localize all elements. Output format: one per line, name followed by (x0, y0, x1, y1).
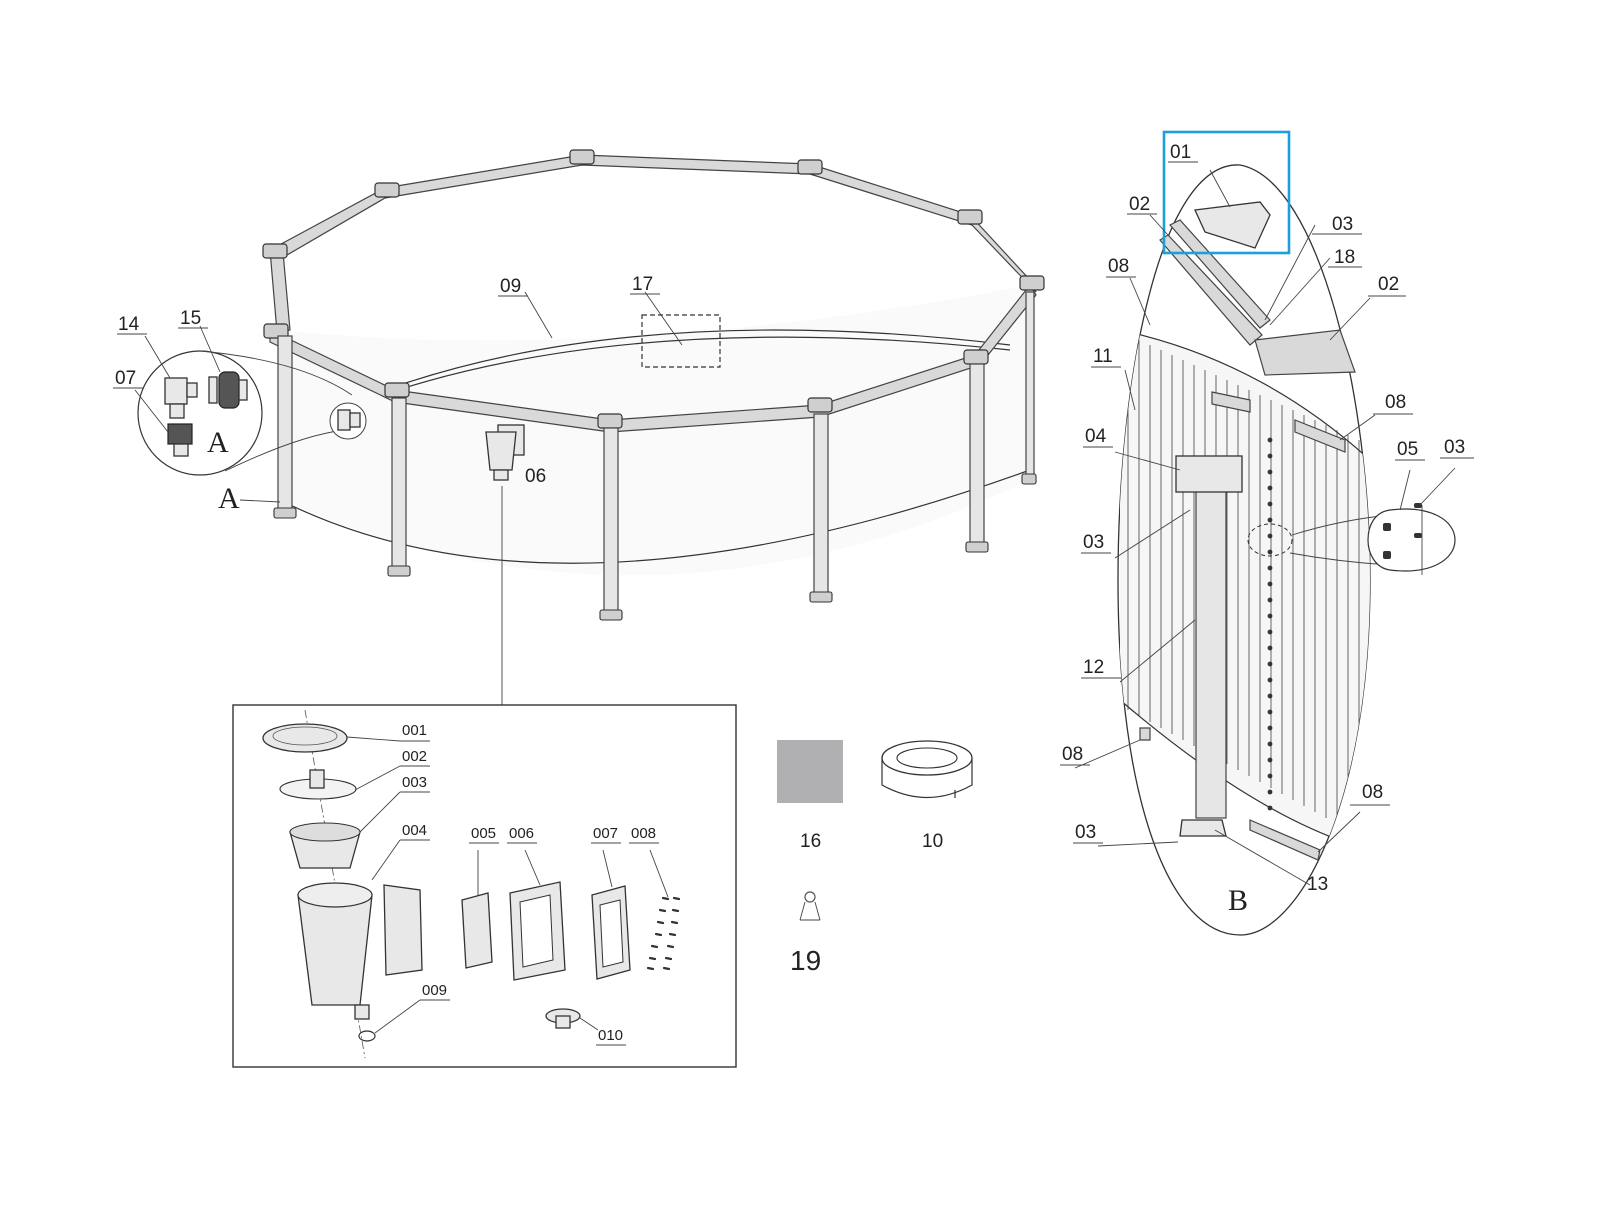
rivet-dot (1267, 453, 1273, 459)
label-03-bottom: 03 (1075, 822, 1096, 843)
label-09: 09 (500, 276, 521, 297)
top-connector-04 (1175, 455, 1243, 493)
label-11: 11 (1093, 346, 1113, 367)
label-009: 009 (422, 982, 447, 999)
label-004: 004 (402, 822, 427, 839)
rivet-dot (1267, 629, 1273, 635)
detail-a-letter-inside: A (207, 426, 229, 459)
label-16: 16 (800, 831, 821, 852)
label-08-right: 08 (1385, 392, 1406, 413)
label-005: 005 (471, 825, 496, 842)
rivet-dot (1267, 565, 1273, 571)
label-13: 13 (1307, 874, 1328, 895)
label-01: 01 (1170, 142, 1191, 163)
label-007: 007 (593, 825, 618, 842)
skimmer-exploded-view: 001 002 003 004 005 006 007 008 009 010 (232, 704, 737, 1068)
tape-roll-10 (881, 740, 973, 799)
rivet-dot (1267, 437, 1273, 443)
swatch-16 (777, 740, 843, 803)
rivet-dot (1267, 613, 1273, 619)
rivet-dot (1267, 581, 1273, 587)
rivet-dot (1267, 677, 1273, 683)
wall-fitting (329, 402, 367, 440)
rivet-dot (1267, 485, 1273, 491)
foot-13 (1179, 819, 1227, 837)
pool-assembly: 09 17 06 (262, 149, 1045, 705)
rivet-dot (1267, 805, 1273, 811)
label-03-zoom: 03 (1444, 437, 1465, 458)
detail-box-17 (641, 314, 721, 368)
valve-14 (164, 377, 198, 419)
detail-a: 14 15 07 A A (113, 308, 367, 515)
fitting-15 (208, 371, 248, 409)
label-02-right: 02 (1378, 274, 1399, 295)
rivet-dot (1267, 549, 1273, 555)
label-03-top: 03 (1332, 214, 1353, 235)
label-010: 010 (598, 1027, 623, 1044)
label-001: 001 (402, 722, 427, 739)
label-05: 05 (1397, 439, 1418, 460)
label-08-top: 08 (1108, 256, 1129, 277)
highlight-box-01 (1162, 130, 1291, 255)
label-04: 04 (1085, 426, 1107, 447)
skimmer-06 (485, 424, 525, 481)
rivet-dot (1267, 645, 1273, 651)
label-17: 17 (632, 274, 653, 295)
label-006: 006 (509, 825, 534, 842)
rivet-dot (1267, 597, 1273, 603)
label-002: 002 (402, 748, 427, 765)
rivet-dot (1267, 661, 1273, 667)
label-19: 19 (790, 945, 821, 976)
rivet-dot (1267, 741, 1273, 747)
loose-parts: 16 10 19 (777, 740, 973, 976)
fitting-07 (167, 423, 193, 457)
rivet-dot (1267, 501, 1273, 507)
label-07: 07 (115, 368, 136, 389)
label-12: 12 (1083, 657, 1104, 678)
label-06: 06 (525, 466, 546, 487)
rivet-dot (1267, 517, 1273, 523)
label-14: 14 (118, 314, 140, 335)
cap-01 (1194, 201, 1271, 249)
label-02-top: 02 (1129, 194, 1150, 215)
label-18: 18 (1334, 247, 1355, 268)
label-08-left: 08 (1062, 744, 1083, 765)
label-08-bottom: 08 (1362, 782, 1383, 803)
label-15: 15 (180, 308, 201, 329)
rivet-dot (1267, 469, 1273, 475)
label-003: 003 (402, 774, 427, 791)
label-10: 10 (922, 831, 943, 852)
label-03-mid: 03 (1083, 532, 1104, 553)
detail-b-letter: B (1228, 884, 1248, 917)
rivet-dot (1267, 789, 1273, 795)
label-008: 008 (631, 825, 656, 842)
rivet-dot (1267, 709, 1273, 715)
part-19 (799, 891, 821, 921)
detail-a-letter-outside: A (218, 482, 240, 515)
rivet-dot (1267, 533, 1273, 539)
rivet-dot (1267, 725, 1273, 731)
rivet-dot (1267, 757, 1273, 763)
detail-b: 01 02 03 18 02 08 11 08 04 05 03 03 12 0… (1060, 130, 1474, 936)
rivet-dot (1267, 773, 1273, 779)
rivet-dot (1267, 693, 1273, 699)
